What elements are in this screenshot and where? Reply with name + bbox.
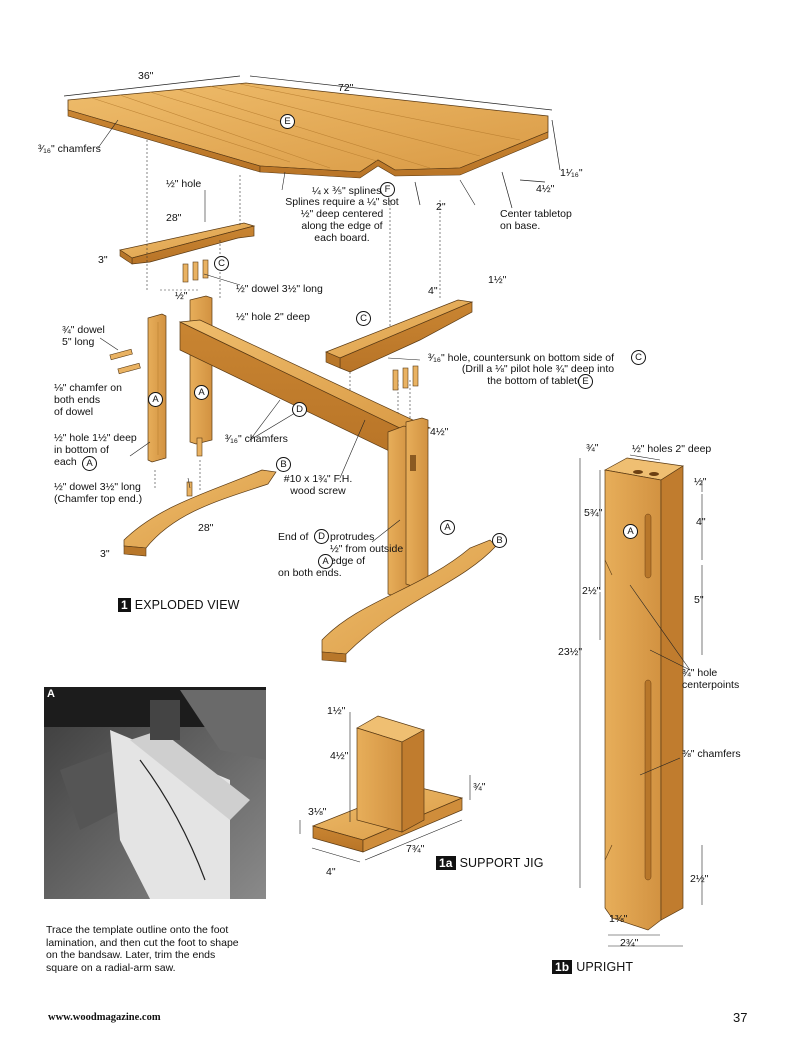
jig-dim-width: 4" [326,866,336,878]
upright-title-text: UPRIGHT [576,960,634,974]
short-dowels [109,348,203,497]
exploded-view-title-text: EXPLODED VIEW [134,598,240,612]
foot-right [321,539,497,663]
label-protrudes-a: End of [278,531,309,543]
label-splines-note: Splines require a ¼" slot ½" deep center… [285,196,399,244]
label-chamfer-dowel: ⅛" chamfer on both ends of dowel [54,382,122,418]
label-dowel-foot: ½" dowel 3½" long (Chamfer top end.) [54,481,143,505]
jig-dim-base-width: 3⅛" [308,806,327,818]
upright-label-chamfers: ⅜" chamfers [682,748,741,760]
foot-left [123,469,277,557]
dim-foot-length: 28" [198,522,214,534]
part-C-marker-left: C [214,256,229,271]
dim-dowel-short: ½" [175,290,188,302]
jig-dim-height: 4½" [330,750,349,762]
part-B-marker-1: B [276,457,291,472]
cleat-dowels [182,259,209,283]
part-A-marker-2: A [194,385,209,400]
support-jig-title-text: SUPPORT JIG [459,856,544,870]
label-dowel-cleat: ½" dowel 3½" long [236,283,323,295]
label-screw: #10 x 1¾" F.H. wood screw [283,473,353,497]
dim-cleat-edge: 1½" [488,274,507,286]
right-dowels [392,365,419,391]
upright-left-back [189,295,213,445]
label-hole-2-deep: ½" hole 2" deep [236,311,311,323]
label-hole-top: ½" hole [166,178,202,190]
part-A-marker-4: A [440,520,455,535]
jig-dimension-lines [299,712,471,863]
part-D-marker: D [292,402,307,417]
support-jig-number: 1a [436,856,456,870]
part-D-marker-note: D [314,529,329,544]
dim-cleat-offset: 4" [428,285,438,297]
upright-dim-bottom2: 2¾" [620,937,639,949]
label-chamfers-top: ³⁄₁₆" chamfers [38,143,101,155]
label-splines: ¼ x ⅗" splines [312,185,382,197]
label-protrudes-c: on both ends. [278,567,342,579]
label-center-top: Center tabletop on base. [500,208,572,232]
label-protrudes-b: protrudes ½" from outside edge of [330,531,404,567]
bandsaw-photo [44,687,266,899]
upright-dim-bottom1: 1⅜" [609,913,628,925]
upright-dimension-lines [579,454,703,947]
cleat-right [325,299,474,373]
upright-dim-a2: ½" [694,476,707,488]
part-B-marker-2: B [492,533,507,548]
dim-spline-offset: 2" [436,201,446,213]
dim-cleat-length: 28" [166,212,182,224]
label-dowel-5: ¾" dowel 5" long [62,324,105,348]
upright-dim-a1: 5¾" [584,507,603,519]
part-F-marker: F [380,182,395,197]
photo-caption: Trace the template outline onto the foot… [46,924,239,974]
tabletop-dimension-lines [63,75,561,209]
part-A-marker-note: A [318,554,333,569]
upright-detail [603,457,684,931]
label-hole-bottom: ½" hole 1½" deep in bottom of each [54,432,137,468]
dim-foot-width: 3" [100,548,110,560]
part-C-marker-note: C [631,350,646,365]
upright-dim-total: 23½" [558,646,583,658]
dim-upright-mortise: 4½" [430,426,449,438]
upright-part-A-marker: A [623,524,638,539]
upright-label-centerpoints: ¾" hole centerpoints [682,667,740,691]
part-E-marker-note: E [578,374,593,389]
dim-top-length: 72" [338,82,354,94]
leader-lines [97,119,476,543]
upright-label-holes: ½" holes 2" deep [632,443,712,455]
tabletop [67,82,549,179]
upright-right [387,417,429,597]
footer-url[interactable]: www.woodmagazine.com [48,1012,161,1023]
label-countersunk: ³⁄₁₆" hole, countersunk on bottom side o… [428,352,615,364]
part-C-marker-right: C [356,311,371,326]
page-number: 37 [733,1010,748,1025]
part-E-marker: E [280,114,295,129]
dim-top-overhang: 4½" [536,183,555,195]
support-jig [311,715,464,853]
dim-top-width: 36" [138,70,154,82]
label-chamfers-stretcher: ³⁄₁₆" chamfers [225,433,288,445]
label-pilot: (Drill a ⅛" pilot hole ¾" deep into the … [461,363,615,387]
upright-dim-top-thick: ¾" [586,442,599,454]
upright-dim-a5: 5" [694,594,704,606]
cleat-left [119,222,256,265]
dim-cleat-width: 3" [98,254,108,266]
upright-left-front [147,313,167,463]
upright-dim-a6: 2½" [690,873,709,885]
jig-dim-base-thick: ¾" [473,781,486,793]
upright-dim-a3: 4" [696,516,706,528]
upright-dim-a4: 2½" [582,585,601,597]
jig-dim-thick: 1½" [327,705,346,717]
photo-letter: A [47,688,55,700]
part-A-marker-1: A [148,392,163,407]
part-A-marker-3: A [82,456,97,471]
upright-number: 1b [552,960,573,974]
exploded-view-number: 1 [118,598,131,612]
jig-dim-length: 7¾" [406,843,425,855]
dim-top-thickness: 1¹⁄₁₆" [560,167,583,179]
